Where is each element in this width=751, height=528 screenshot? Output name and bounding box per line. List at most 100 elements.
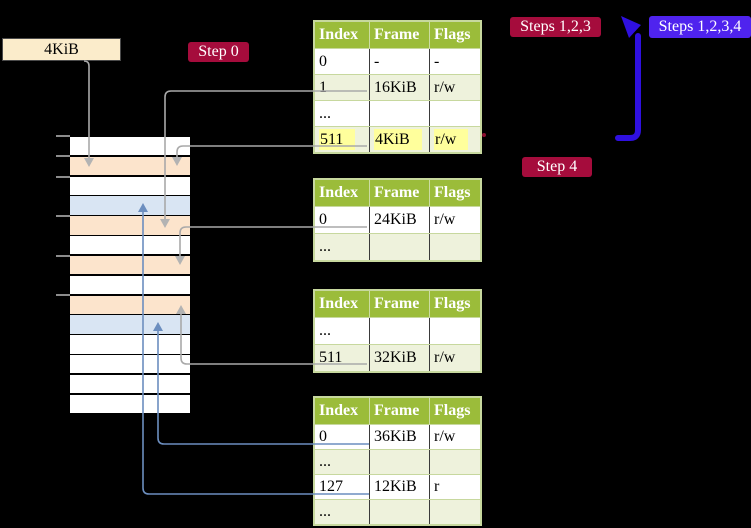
cell-flags: r/w bbox=[434, 211, 456, 228]
memory-row-white bbox=[70, 176, 190, 195]
column-header-flags: Flags bbox=[430, 180, 480, 206]
memory-tick bbox=[56, 155, 70, 157]
memory-row-peach bbox=[70, 255, 190, 275]
cell-flags: r bbox=[434, 478, 440, 495]
cell-frame bbox=[370, 450, 430, 474]
column-header-index: Index bbox=[315, 22, 370, 48]
cell-index: 0 bbox=[315, 207, 370, 233]
column-header-frame: Frame bbox=[370, 398, 430, 424]
cell-flags: r/w bbox=[434, 349, 456, 366]
highlighted-value: r/w bbox=[434, 129, 469, 150]
memory-row-white bbox=[70, 355, 190, 374]
table-row: 0 24KiB r/w bbox=[315, 206, 480, 233]
memory-row-white bbox=[70, 394, 190, 413]
cell-index: ... bbox=[315, 101, 370, 126]
memory-row-blue bbox=[70, 315, 190, 334]
memory-row-white bbox=[70, 236, 190, 255]
column-header-frame: Frame bbox=[370, 291, 430, 317]
table-header-row: Index Frame Flags bbox=[315, 398, 480, 424]
column-header-index: Index bbox=[315, 398, 370, 424]
memory-row-peach bbox=[70, 216, 190, 235]
arrow-up-left-icon bbox=[621, 16, 641, 38]
memory-row-white bbox=[70, 137, 190, 156]
cell-index: 127 bbox=[315, 475, 370, 499]
table-row: 1 16KiB r/w bbox=[315, 74, 480, 100]
column-header-frame: Frame bbox=[370, 22, 430, 48]
cell-index: ... bbox=[315, 234, 370, 260]
page-table-4: Index Frame Flags 0 36KiB r/w ... 127 12… bbox=[313, 396, 482, 526]
memory-tick bbox=[56, 176, 70, 178]
table-row: 511 32KiB r/w bbox=[315, 344, 480, 371]
page-table-2: Index Frame Flags 0 24KiB r/w ... bbox=[313, 178, 482, 262]
step4-badge: Step 4 bbox=[522, 157, 592, 177]
cell-index: 0 bbox=[315, 425, 370, 449]
column-header-index: Index bbox=[315, 180, 370, 206]
cell-frame bbox=[370, 500, 430, 524]
memory-row-white bbox=[70, 335, 190, 354]
table-header-row: Index Frame Flags bbox=[315, 291, 480, 317]
cell-flags bbox=[430, 234, 480, 260]
cell-frame: - bbox=[370, 49, 430, 74]
table-row: ... bbox=[315, 233, 480, 260]
cell-index: 511 bbox=[315, 127, 370, 152]
memory-tick bbox=[56, 215, 70, 217]
column-header-flags: Flags bbox=[430, 291, 480, 317]
table-header-row: Index Frame Flags bbox=[315, 22, 480, 48]
memory-tick bbox=[56, 255, 70, 257]
highlighted-value: 4KiB bbox=[374, 129, 422, 150]
cell-frame bbox=[370, 234, 430, 260]
page-table-1: Index Frame Flags 0 - - 1 16KiB r/w ... … bbox=[313, 20, 482, 154]
cell-frame bbox=[370, 101, 430, 126]
column-header-flags: Flags bbox=[430, 22, 480, 48]
table-row: 0 36KiB r/w bbox=[315, 424, 480, 449]
cell-flags bbox=[430, 500, 480, 524]
column-header-flags: Flags bbox=[430, 398, 480, 424]
cell-flags bbox=[430, 450, 480, 474]
cell-flags bbox=[430, 101, 480, 126]
column-header-frame: Frame bbox=[370, 180, 430, 206]
table-row: ... bbox=[315, 100, 480, 126]
memory-tick bbox=[56, 135, 70, 137]
cell-flags: r/w bbox=[434, 428, 456, 445]
cell-index: 511 bbox=[315, 345, 370, 371]
table-row: 0 - - bbox=[315, 48, 480, 74]
table-row: 127 12KiB r bbox=[315, 474, 480, 499]
red-dot bbox=[482, 133, 486, 137]
memory-row-peach bbox=[70, 295, 190, 314]
cell-frame: 16KiB bbox=[370, 75, 430, 100]
cell-flags bbox=[430, 318, 480, 344]
memory-row-blue bbox=[70, 196, 190, 215]
cell-frame bbox=[370, 318, 430, 344]
table-row-highlighted: 511 4KiB r/w bbox=[315, 126, 480, 152]
cell-frame: 32KiB bbox=[370, 345, 430, 371]
cell-flags: - bbox=[434, 53, 440, 70]
steps123-badge: Steps 1,2,3 bbox=[510, 17, 601, 37]
cell-flags: r/w bbox=[430, 127, 480, 152]
table-header-row: Index Frame Flags bbox=[315, 180, 480, 206]
cell-frame: 24KiB bbox=[370, 207, 430, 233]
page-table-3: Index Frame Flags ... 511 32KiB r/w bbox=[313, 289, 482, 373]
memory-row-white bbox=[70, 374, 190, 394]
table-row: ... bbox=[315, 449, 480, 474]
step0-badge: Step 0 bbox=[188, 42, 249, 62]
highlighted-value: 511 bbox=[319, 129, 356, 150]
memory-row-peach bbox=[70, 156, 190, 176]
memory-stack bbox=[70, 137, 190, 413]
cell-index: 1 bbox=[315, 75, 370, 100]
steps1234-badge: Steps 1,2,3,4 bbox=[649, 16, 751, 38]
cell-frame: 4KiB bbox=[370, 127, 430, 152]
page-size-label: 4KiB bbox=[2, 38, 121, 61]
column-header-index: Index bbox=[315, 291, 370, 317]
cell-index: 0 bbox=[315, 49, 370, 74]
cell-index: ... bbox=[315, 450, 370, 474]
steps-loop-arrow bbox=[615, 33, 641, 141]
cell-frame: 12KiB bbox=[370, 475, 430, 499]
cell-flags: r/w bbox=[434, 79, 456, 96]
cell-index: ... bbox=[315, 318, 370, 344]
cell-frame: 36KiB bbox=[370, 425, 430, 449]
cell-index: ... bbox=[315, 500, 370, 524]
table-row: ... bbox=[315, 317, 480, 344]
memory-tick bbox=[56, 294, 70, 296]
table-row: ... bbox=[315, 499, 480, 524]
